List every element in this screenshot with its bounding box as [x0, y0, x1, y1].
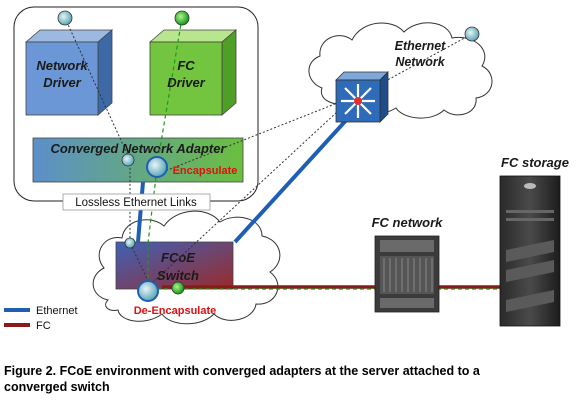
lossless-links-label-box: [62, 193, 211, 211]
adapter-eth-port: [121, 153, 135, 167]
caption-line-2: converged switch: [4, 380, 110, 394]
ethernet-link-adapter-switch: [136, 181, 145, 243]
network-driver-box: Network Driver: [24, 29, 114, 116]
ethernet-host-port: [464, 26, 480, 42]
fc-driver-box: FC Driver: [148, 29, 238, 116]
network-driver-label-2: Driver: [43, 75, 82, 90]
legend-ethernet-label: Ethernet: [36, 305, 78, 317]
fcoe-switch-label-2: Switch: [157, 268, 199, 283]
fc-network-label: FC network: [372, 215, 444, 230]
fc-driver-label-2: Driver: [167, 75, 206, 90]
de-encapsulate-label: De-Encapsulate: [134, 305, 217, 317]
ethernet-link-switch-router: [233, 114, 352, 244]
switch-fc-port: [171, 281, 185, 295]
switch-eth-port: [124, 237, 136, 249]
encapsulate-label: Encapsulate: [173, 165, 238, 177]
fc-storage-label: FC storage: [501, 155, 569, 170]
ethernet-path-to-router: [149, 99, 351, 286]
ethernet-network-label-1: Ethernet: [395, 39, 447, 53]
legend-fc-label: FC: [36, 320, 51, 332]
adapter-label: Converged Network Adapter: [50, 141, 226, 156]
fc-driver-port: [174, 10, 190, 26]
network-driver-port: [57, 10, 73, 26]
figure-caption: Figure 2. FCoE environment with converge…: [4, 363, 564, 395]
lossless-links-label: Lossless Ethernet Links: [75, 197, 197, 209]
fc-driver-label-1: FC: [177, 58, 195, 73]
converged-network-adapter: Converged Network Adapter: [32, 137, 244, 183]
caption-line-1: Figure 2. FCoE environment with converge…: [4, 364, 480, 378]
legend: Ethernet FC: [4, 305, 78, 332]
adapter-encapsulate-port: [146, 156, 168, 178]
fc-storage-rack: [499, 175, 561, 327]
switch-deencapsulate-port: [137, 280, 159, 302]
network-driver-label-1: Network: [36, 58, 88, 73]
fcoe-switch-label-1: FCoE: [161, 250, 195, 265]
fc-network-switch: [374, 235, 440, 313]
ethernet-switch-icon: [335, 71, 389, 123]
